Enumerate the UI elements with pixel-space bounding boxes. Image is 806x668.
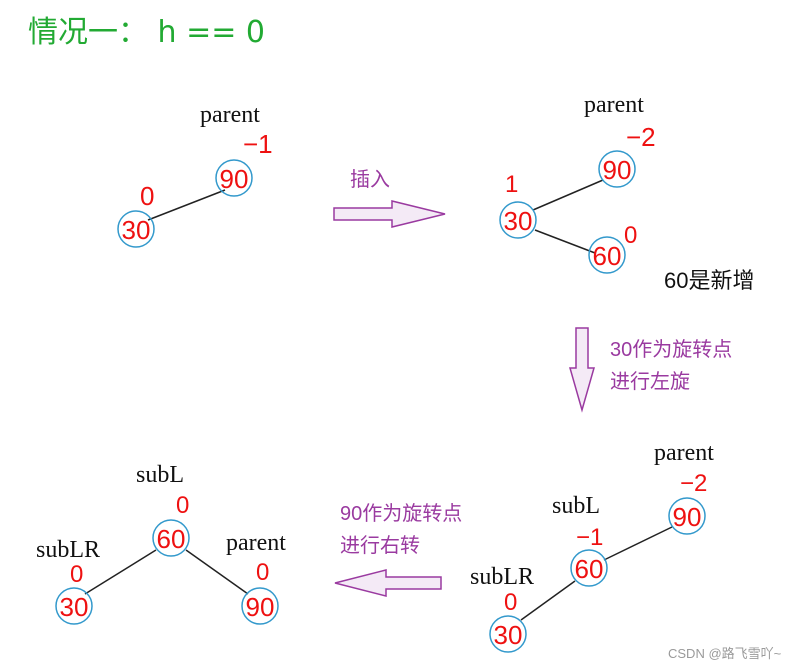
left-rotate-note-line2: 进行左旋 [610,370,690,393]
diagram-title: 情况一： h == 0 [28,15,265,50]
node-circle-30 [117,210,155,248]
node-value-30: 30 [494,620,523,650]
edge-60-30 [84,549,157,595]
left-balance-factor: 1 [505,171,518,198]
subl-label: subL [552,493,600,519]
node-value-60: 60 [575,554,604,584]
node-value-30: 30 [504,206,533,236]
node-value-90: 90 [673,502,702,532]
edge-60-30 [520,580,576,621]
panel-after-insert: 90 30 60 parent −2 1 0 60是新增 [499,92,754,293]
node-circle-90 [241,587,279,625]
subl-balance-factor: 0 [176,492,189,519]
new-node-note: 60是新增 [664,268,754,293]
right-rotate-note-line1: 90作为旋转点 [340,502,462,525]
right-rotate-arrow: 90作为旋转点 进行右转 [334,502,462,597]
edge-90-30 [147,189,226,221]
sublr-balance-factor: 0 [70,561,83,588]
sublr-label: subLR [470,564,534,590]
node-value-60: 60 [157,524,186,554]
node-circle-30 [489,615,527,653]
parent-label: parent [226,530,286,556]
parent-balance-factor: −1 [243,129,273,159]
node-circle-60 [570,549,608,587]
parent-balance-factor: −2 [680,470,707,497]
insert-arrow: 插入 [333,168,446,228]
panel-balanced-result: 60 30 90 subL 0 subLR 0 parent 0 [36,462,286,625]
node-circle-30 [55,587,93,625]
node-circle-60 [588,236,626,274]
edge-90-30 [532,179,604,211]
watermark: CSDN @路飞雪吖~ [668,646,782,661]
right-rotate-note-line2: 进行右转 [340,534,420,557]
left-balance-factor: 0 [140,181,154,211]
left-arrow-icon [334,569,442,597]
node-circle-90 [598,150,636,188]
node-value-30: 30 [122,215,151,245]
sublr-label: subLR [36,537,100,563]
new-node-balance-factor: 0 [624,222,637,249]
parent-balance-factor: 0 [256,559,269,586]
sublr-balance-factor: 0 [504,589,517,616]
down-arrow-icon [569,327,595,413]
node-circle-90 [215,159,253,197]
panel-after-left-rotation: 90 60 30 parent −2 subL −1 subLR 0 [470,440,714,653]
parent-label: parent [200,102,260,128]
node-circle-60 [152,519,190,557]
parent-label: parent [654,440,714,466]
node-value-30: 30 [60,592,89,622]
subl-balance-factor: −1 [576,524,603,551]
panel-before-insert: 90 30 parent −1 0 [117,102,273,248]
insert-label: 插入 [350,168,390,191]
edge-30-60 [534,229,596,254]
right-arrow-icon [333,200,446,228]
node-value-60: 60 [593,241,622,271]
subl-label: subL [136,462,184,488]
node-value-90: 90 [603,155,632,185]
node-circle-90 [668,497,706,535]
node-value-90: 90 [220,164,249,194]
parent-label: parent [584,92,644,118]
left-rotate-note-line1: 30作为旋转点 [610,338,732,361]
edge-90-60 [603,526,673,561]
node-value-90: 90 [246,592,275,622]
parent-balance-factor: −2 [626,122,656,152]
node-circle-30 [499,201,537,239]
edge-60-90 [185,549,249,595]
left-rotate-arrow: 30作为旋转点 进行左旋 [569,327,732,413]
